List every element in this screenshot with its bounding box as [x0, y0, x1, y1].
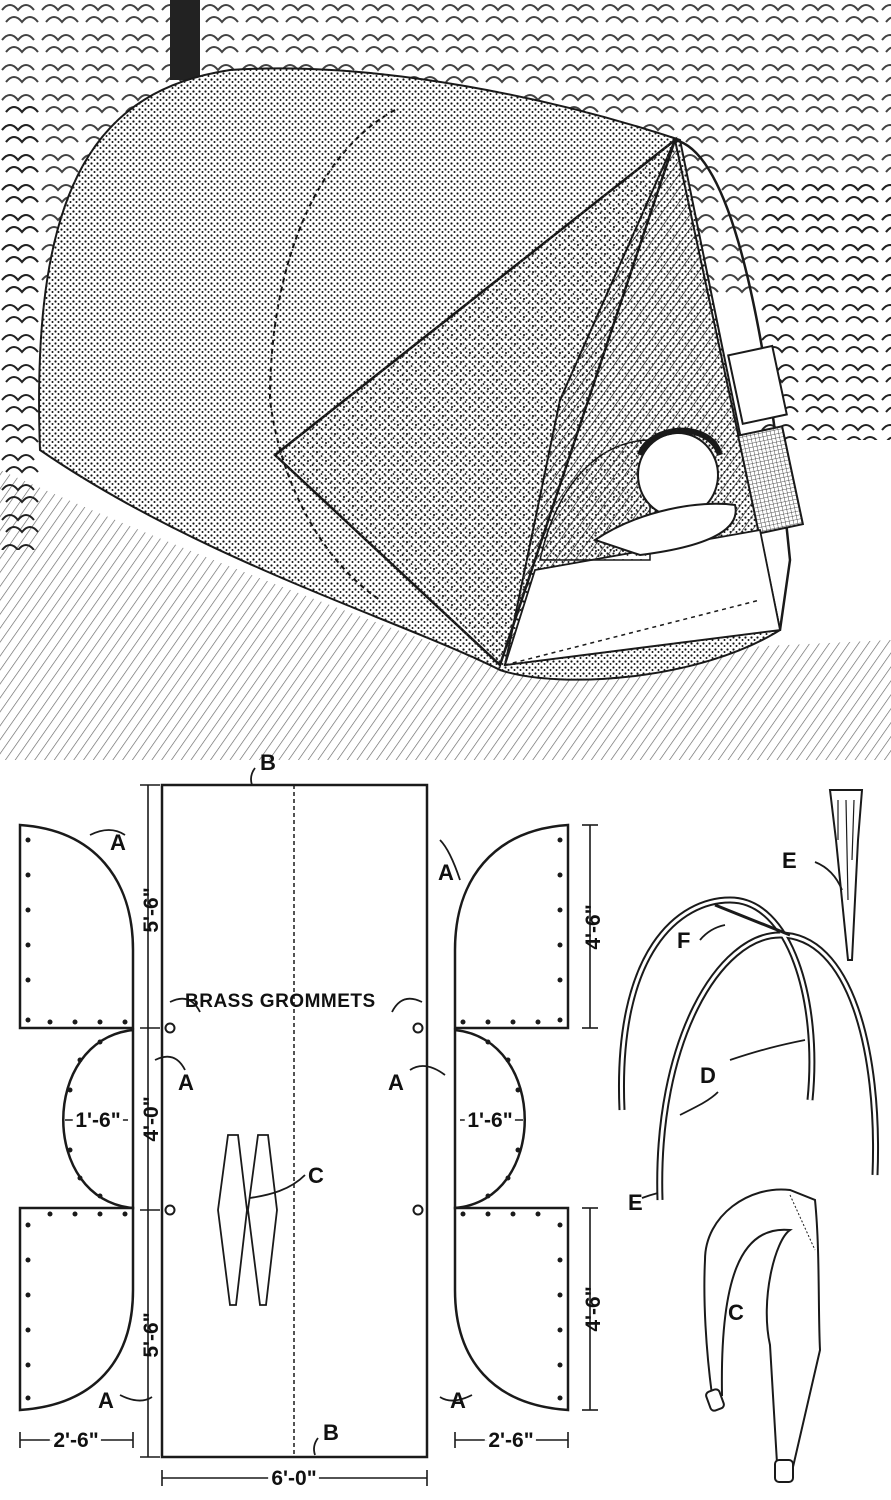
label-leaders [89, 767, 473, 1456]
grommet-left-lower [164, 1204, 176, 1216]
label-e-stake: E [782, 848, 797, 873]
right-upper-end-piece [453, 823, 570, 1030]
grommet-left-upper [164, 1022, 176, 1034]
label-b-top: B [260, 750, 276, 775]
ground-grass [0, 470, 891, 760]
dim-half-circle-left: 1'-6" [75, 1109, 120, 1132]
tent-pattern-diagram: B B A A A A A A C BRASS GROMMETS 5'-6" 4… [18, 750, 605, 1494]
ridge-pole [714, 903, 791, 937]
brass-grommets-label: BRASS GROMMETS [185, 991, 376, 1012]
dim-panel-top: 5'-6" [140, 887, 163, 932]
tent-body [38, 67, 805, 681]
tree-trunk [170, 0, 200, 80]
label-d-hoops: D [700, 1063, 716, 1088]
label-c-strap-detail: C [728, 1300, 744, 1325]
dimension-lines [19, 784, 598, 1486]
label-b-bottom: B [323, 1420, 339, 1445]
frame-parts: E F D E C [617, 789, 880, 1483]
dim-total-width: 6'-0" [271, 1467, 316, 1490]
sleeping-boy [539, 427, 737, 561]
strap-detail [703, 1188, 822, 1483]
label-e-hoop-end: E [628, 1190, 643, 1215]
dim-panel-middle: 4'-0" [140, 1096, 163, 1141]
tent-stake [828, 789, 864, 961]
label-a-left-upper: A [110, 830, 126, 855]
grommet-holes [25, 837, 563, 1401]
label-a-right-lower: A [450, 1388, 466, 1413]
grommet-right-upper [412, 1022, 424, 1034]
label-a-left-middle: A [178, 1070, 194, 1095]
netting-window [736, 425, 805, 535]
netting-flap [727, 344, 788, 425]
left-lower-end-piece [18, 1206, 135, 1412]
dim-end-height-upper: 4'-6" [582, 904, 605, 949]
dim-end-width-right: 2'-6" [488, 1429, 533, 1452]
label-c-strap: C [308, 1163, 324, 1188]
grommet-right-lower [412, 1204, 424, 1216]
label-a-left-lower: A [98, 1388, 114, 1413]
dim-half-circle-right: 1'-6" [467, 1109, 512, 1132]
left-upper-end-piece [18, 823, 135, 1030]
dim-panel-bottom: 5'-6" [140, 1312, 163, 1357]
dim-end-height-lower: 4'-6" [582, 1286, 605, 1331]
label-a-right-upper: A [438, 860, 454, 885]
right-lower-end-piece [453, 1206, 570, 1412]
dim-end-width-left: 2'-6" [53, 1429, 98, 1452]
carrying-straps [217, 1134, 278, 1306]
label-a-right-middle: A [388, 1070, 404, 1095]
label-f-ridge: F [677, 928, 690, 953]
